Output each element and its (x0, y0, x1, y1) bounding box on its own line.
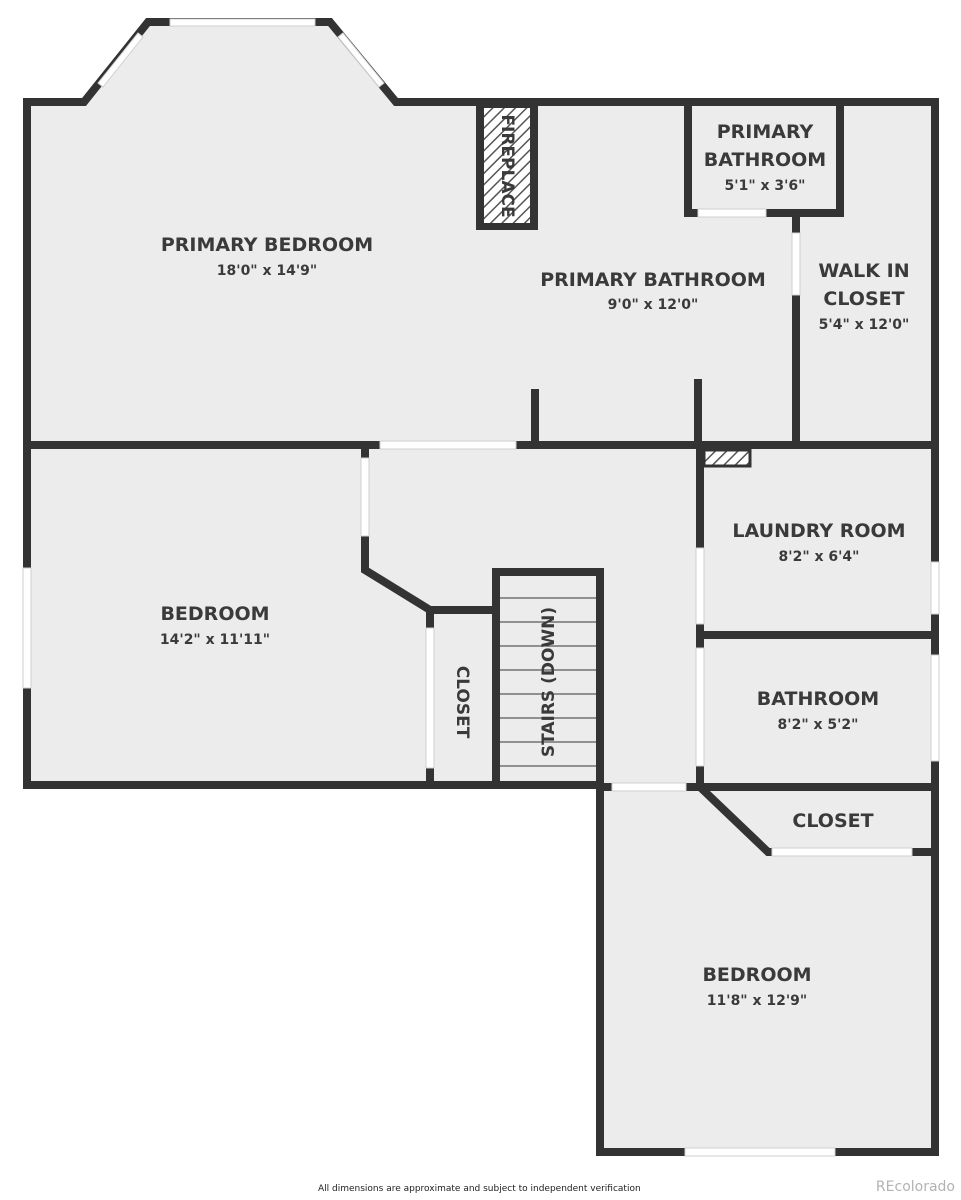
stair-treads (500, 597, 596, 767)
window-left-bedroom (22, 567, 32, 689)
closet-right-label: CLOSET (792, 810, 873, 832)
window-laundry (930, 561, 940, 615)
utility-hatch (702, 448, 752, 468)
lower-floor (600, 785, 935, 1150)
door-left-bedroom-top (379, 440, 517, 450)
bathroom-name: BATHROOM (757, 688, 879, 710)
wall-stairs (492, 568, 604, 789)
bedroom-left-dims: 14'2" x 11'11" (160, 632, 270, 648)
primary-bathroom-main-dims: 9'0" x 12'0" (608, 297, 699, 313)
bathroom-dims: 8'2" x 5'2" (778, 717, 859, 733)
fireplace-label: FIREPLACE (497, 114, 517, 217)
primary-bathroom-small-name-2: BATHROOM (704, 149, 826, 171)
door-bathroom (695, 647, 705, 767)
stairs-label: STAIRS (DOWN) (539, 607, 559, 757)
exterior-wall (23, 18, 939, 1156)
dimensions-disclaimer: All dimensions are approximate and subje… (318, 1184, 641, 1194)
door-laundry (695, 547, 705, 625)
window-bay-right (337, 32, 385, 88)
window-bathroom (930, 654, 940, 762)
door-left-bedroom-side (360, 457, 370, 537)
door-bottom-bedroom (611, 782, 687, 792)
primary-bedroom-dims: 18'0" x 14'9" (217, 263, 317, 279)
walk-in-closet-dims: 5'4" x 12'0" (819, 317, 910, 333)
opening-small-bath (697, 208, 767, 218)
walk-in-closet-name-1: WALK IN (818, 260, 909, 282)
window-bay-left (97, 32, 144, 88)
door-closet-left (425, 627, 435, 769)
laundry-room-name: LAUNDRY ROOM (732, 520, 905, 542)
walk-in-closet-name-2: CLOSET (823, 288, 904, 310)
primary-bathroom-small-name-1: PRIMARY (717, 121, 814, 143)
opening-closet (791, 232, 801, 296)
windows (22, 18, 940, 1157)
closet-left-label: CLOSET (452, 666, 472, 739)
window-bottom-bedroom (684, 1147, 836, 1157)
window-bay-top (169, 18, 316, 27)
recolorado-watermark: REcolorado (875, 1179, 955, 1195)
fireplace-hatch (484, 108, 530, 223)
primary-bedroom-name: PRIMARY BEDROOM (161, 234, 373, 256)
bedroom-left-name: BEDROOM (160, 603, 269, 625)
primary-bathroom-small-dims: 5'1" x 3'6" (725, 178, 806, 194)
door-closet-right (771, 847, 913, 857)
bedroom-bottom-dims: 11'8" x 12'9" (707, 993, 807, 1009)
primary-bathroom-main-name: PRIMARY BATHROOM (540, 269, 766, 291)
bedroom-bottom-name: BEDROOM (702, 964, 811, 986)
laundry-room-dims: 8'2" x 6'4" (779, 549, 860, 565)
